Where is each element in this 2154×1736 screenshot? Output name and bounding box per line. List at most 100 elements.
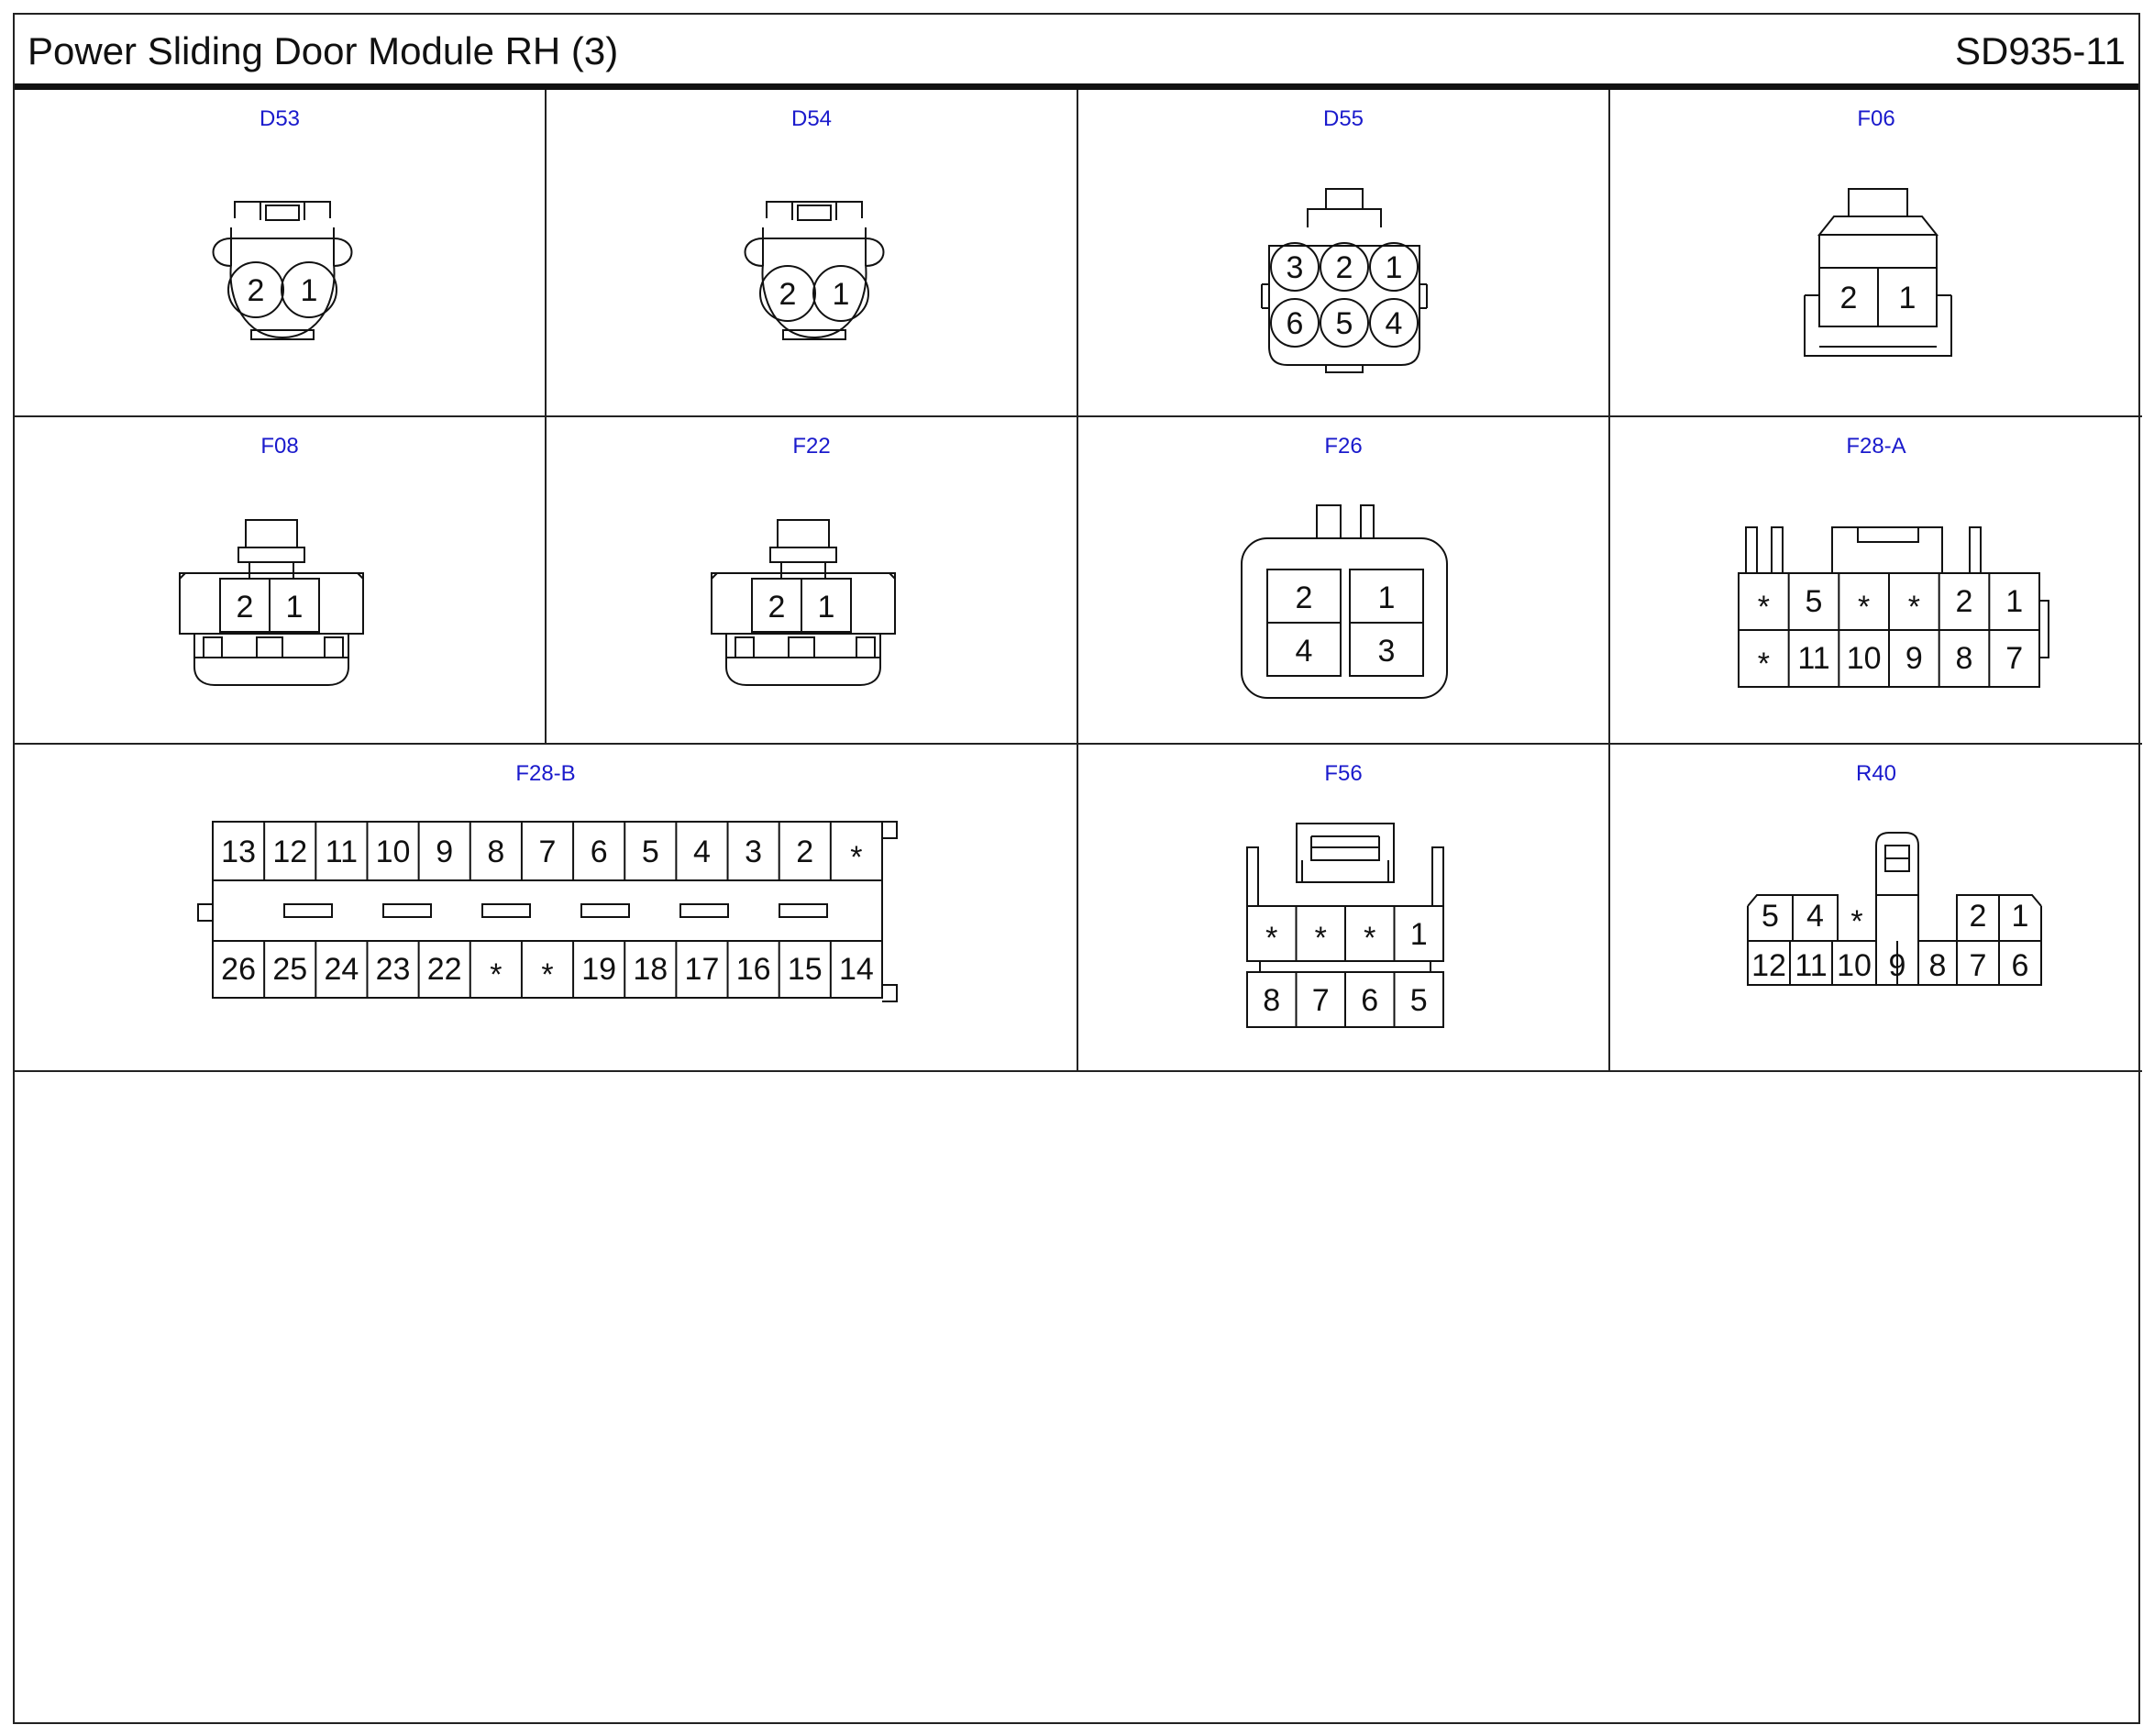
pin-label: 13	[221, 835, 256, 869]
pin-label: 16	[736, 952, 771, 987]
pin-label: 1	[1899, 281, 1917, 315]
pin-label: 8	[487, 835, 504, 869]
pin-label: 8	[1956, 641, 1973, 676]
connector-label-f22: F22	[792, 434, 831, 459]
pin-label: 9	[1905, 641, 1923, 676]
connector-label-d55: D55	[1322, 106, 1364, 131]
connector-cell-d55: D55 3 2 1 6 5 4	[1078, 90, 1610, 417]
pin-label: 3	[1378, 634, 1396, 669]
pin-label: 6	[2012, 948, 2029, 983]
connector-cell-f26: F26 2 1 4 3	[1078, 417, 1610, 745]
connector-label-f28a: F28-A	[1846, 434, 1906, 459]
pin-label: 1	[1378, 581, 1396, 615]
pin-label: 2	[796, 835, 813, 869]
connector-label-f28b: F28-B	[515, 761, 576, 786]
pin-label: 1	[1410, 917, 1428, 952]
connector-cell-f08: F08 2 1	[15, 417, 547, 745]
connector-f26-drawing: 2 1 4 3	[1241, 504, 1448, 699]
pin-label: 7	[1970, 948, 1987, 983]
pin-label: 1	[1386, 250, 1403, 285]
connector-label-f26: F26	[1324, 434, 1363, 459]
unused-pin-marker: *	[490, 957, 502, 992]
pin-label: 7	[2005, 641, 2023, 676]
unused-pin-marker: *	[1850, 904, 1862, 939]
connector-label-d54: D54	[790, 106, 833, 131]
connector-f06-drawing: 2 1	[1804, 188, 1952, 357]
sheet-header: Power Sliding Door Module RH (3) SD935-1…	[15, 15, 2138, 90]
pin-label: 9	[436, 835, 453, 869]
pin-label: 7	[539, 835, 557, 869]
pin-label: 22	[427, 952, 462, 987]
latch-slot	[481, 903, 531, 918]
pin-label: 24	[324, 952, 359, 987]
pin-label: 1	[818, 590, 835, 625]
connector-f08-drawing: 2 1	[179, 519, 364, 686]
latch-slot	[779, 903, 828, 918]
pin-label: 23	[376, 952, 411, 987]
pin-label: 12	[1751, 948, 1786, 983]
unused-pin-marker: *	[1858, 590, 1870, 625]
pin-label: 2	[768, 590, 786, 625]
pin-label: 2	[1296, 581, 1313, 615]
pin-label: 1	[301, 273, 318, 308]
pin-label: 4	[1806, 899, 1824, 934]
pin-label: 6	[1361, 983, 1378, 1018]
connector-sheet: Power Sliding Door Module RH (3) SD935-1…	[13, 13, 2142, 1724]
pin-label: 2	[779, 277, 797, 312]
pin-label: 5	[1806, 584, 1823, 619]
pin-label: 18	[633, 952, 668, 987]
pin-label: 25	[272, 952, 307, 987]
connector-label-f08: F08	[260, 434, 299, 459]
pin-label: 4	[693, 835, 711, 869]
pin-label: 15	[788, 952, 823, 987]
latch-slot	[382, 903, 432, 918]
pin-label: 1	[286, 590, 304, 625]
connector-cell-f22: F22 2 1	[547, 417, 1078, 745]
connector-label-f06: F06	[1857, 106, 1895, 131]
latch-slot	[679, 903, 729, 918]
pin-label: 19	[581, 952, 616, 987]
pin-label: 7	[1312, 983, 1330, 1018]
pin-label: 2	[1840, 281, 1858, 315]
pin-label: 4	[1386, 306, 1403, 341]
unused-pin-marker: *	[541, 957, 553, 992]
pin-label: 2	[248, 273, 265, 308]
pin-label: 2	[1956, 584, 1973, 619]
connector-f22-drawing: 2 1	[711, 519, 896, 686]
unused-pin-marker: *	[1364, 921, 1375, 956]
pin-label: 2	[1336, 250, 1353, 285]
pin-label: 2	[1970, 899, 1987, 934]
pin-label: 3	[745, 835, 762, 869]
connector-label-r40: R40	[1855, 761, 1897, 786]
pin-label: 8	[1263, 983, 1280, 1018]
latch-slot	[580, 903, 630, 918]
unused-pin-marker: *	[850, 840, 862, 875]
connector-d54-drawing: 2 1	[744, 201, 885, 340]
connector-d53-drawing: 2 1	[212, 201, 353, 340]
pin-label: 10	[1837, 948, 1872, 983]
empty-panel	[15, 1072, 2138, 1722]
pin-label: 3	[1287, 250, 1304, 285]
connector-label-d53: D53	[259, 106, 301, 131]
pin-label: 6	[1287, 306, 1304, 341]
pin-label: 11	[1795, 948, 1827, 983]
latch-slot	[283, 903, 333, 918]
pin-label: 1	[2005, 584, 2023, 619]
pin-label: 1	[833, 277, 850, 312]
pin-label: 4	[1296, 634, 1313, 669]
pin-label: 12	[272, 835, 307, 869]
unused-pin-marker: *	[1758, 590, 1770, 625]
pin-label: 26	[221, 952, 256, 987]
unused-pin-marker: *	[1908, 590, 1920, 625]
connector-cell-d54: D54 2 1	[547, 90, 1078, 417]
unused-pin-marker: *	[1265, 921, 1277, 956]
